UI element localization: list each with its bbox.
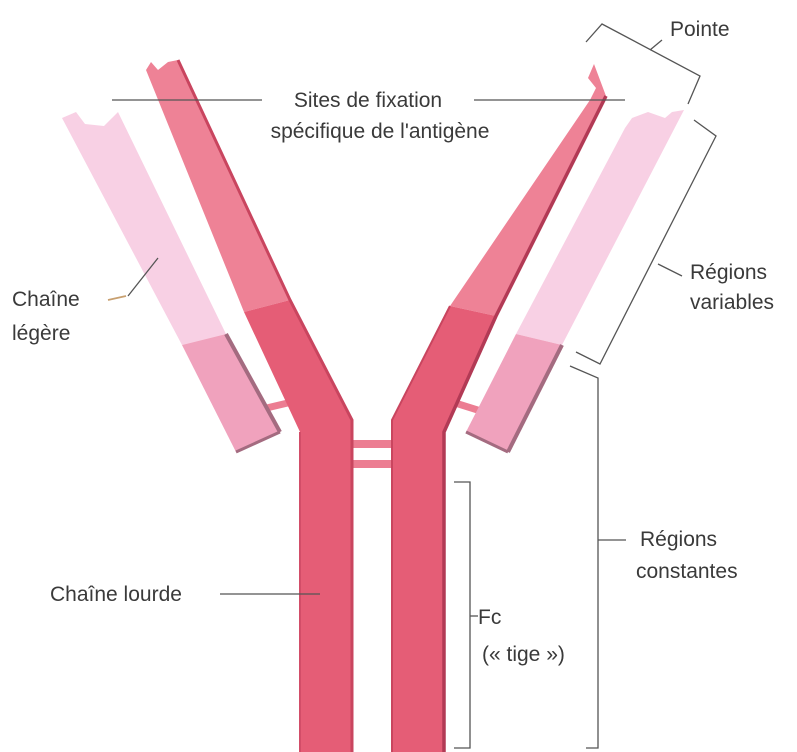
hinge-bond-bottom [350,460,392,468]
left-heavy-chain-constant [244,300,352,752]
fc-bracket [454,482,470,748]
fc-label-line2: (« tige ») [482,643,565,666]
chaine-legere-label-line2: légère [12,322,70,345]
sites-label-line1: Sites de fixation [294,89,442,112]
fc-label-line1: Fc [478,606,501,629]
regions-variables-leader [658,264,682,276]
chaine-legere-label-line1: Chaîne [12,288,80,311]
regions-constantes-label-line2: constantes [636,560,738,583]
regions-constantes-label-line1: Régions [640,528,717,551]
chaine-legere-leader [108,296,126,300]
chaine-lourde-label: Chaîne lourde [50,583,182,606]
regions-variables-label-line1: Régions [690,261,767,284]
regions-variables-label-line2: variables [690,291,774,314]
hinge-bond-top [350,440,392,448]
regions-constantes-bracket [570,366,598,748]
pointe-leader [650,40,662,50]
sites-label-line2: spécifique de l'antigène [271,120,490,143]
pointe-label: Pointe [670,18,730,41]
